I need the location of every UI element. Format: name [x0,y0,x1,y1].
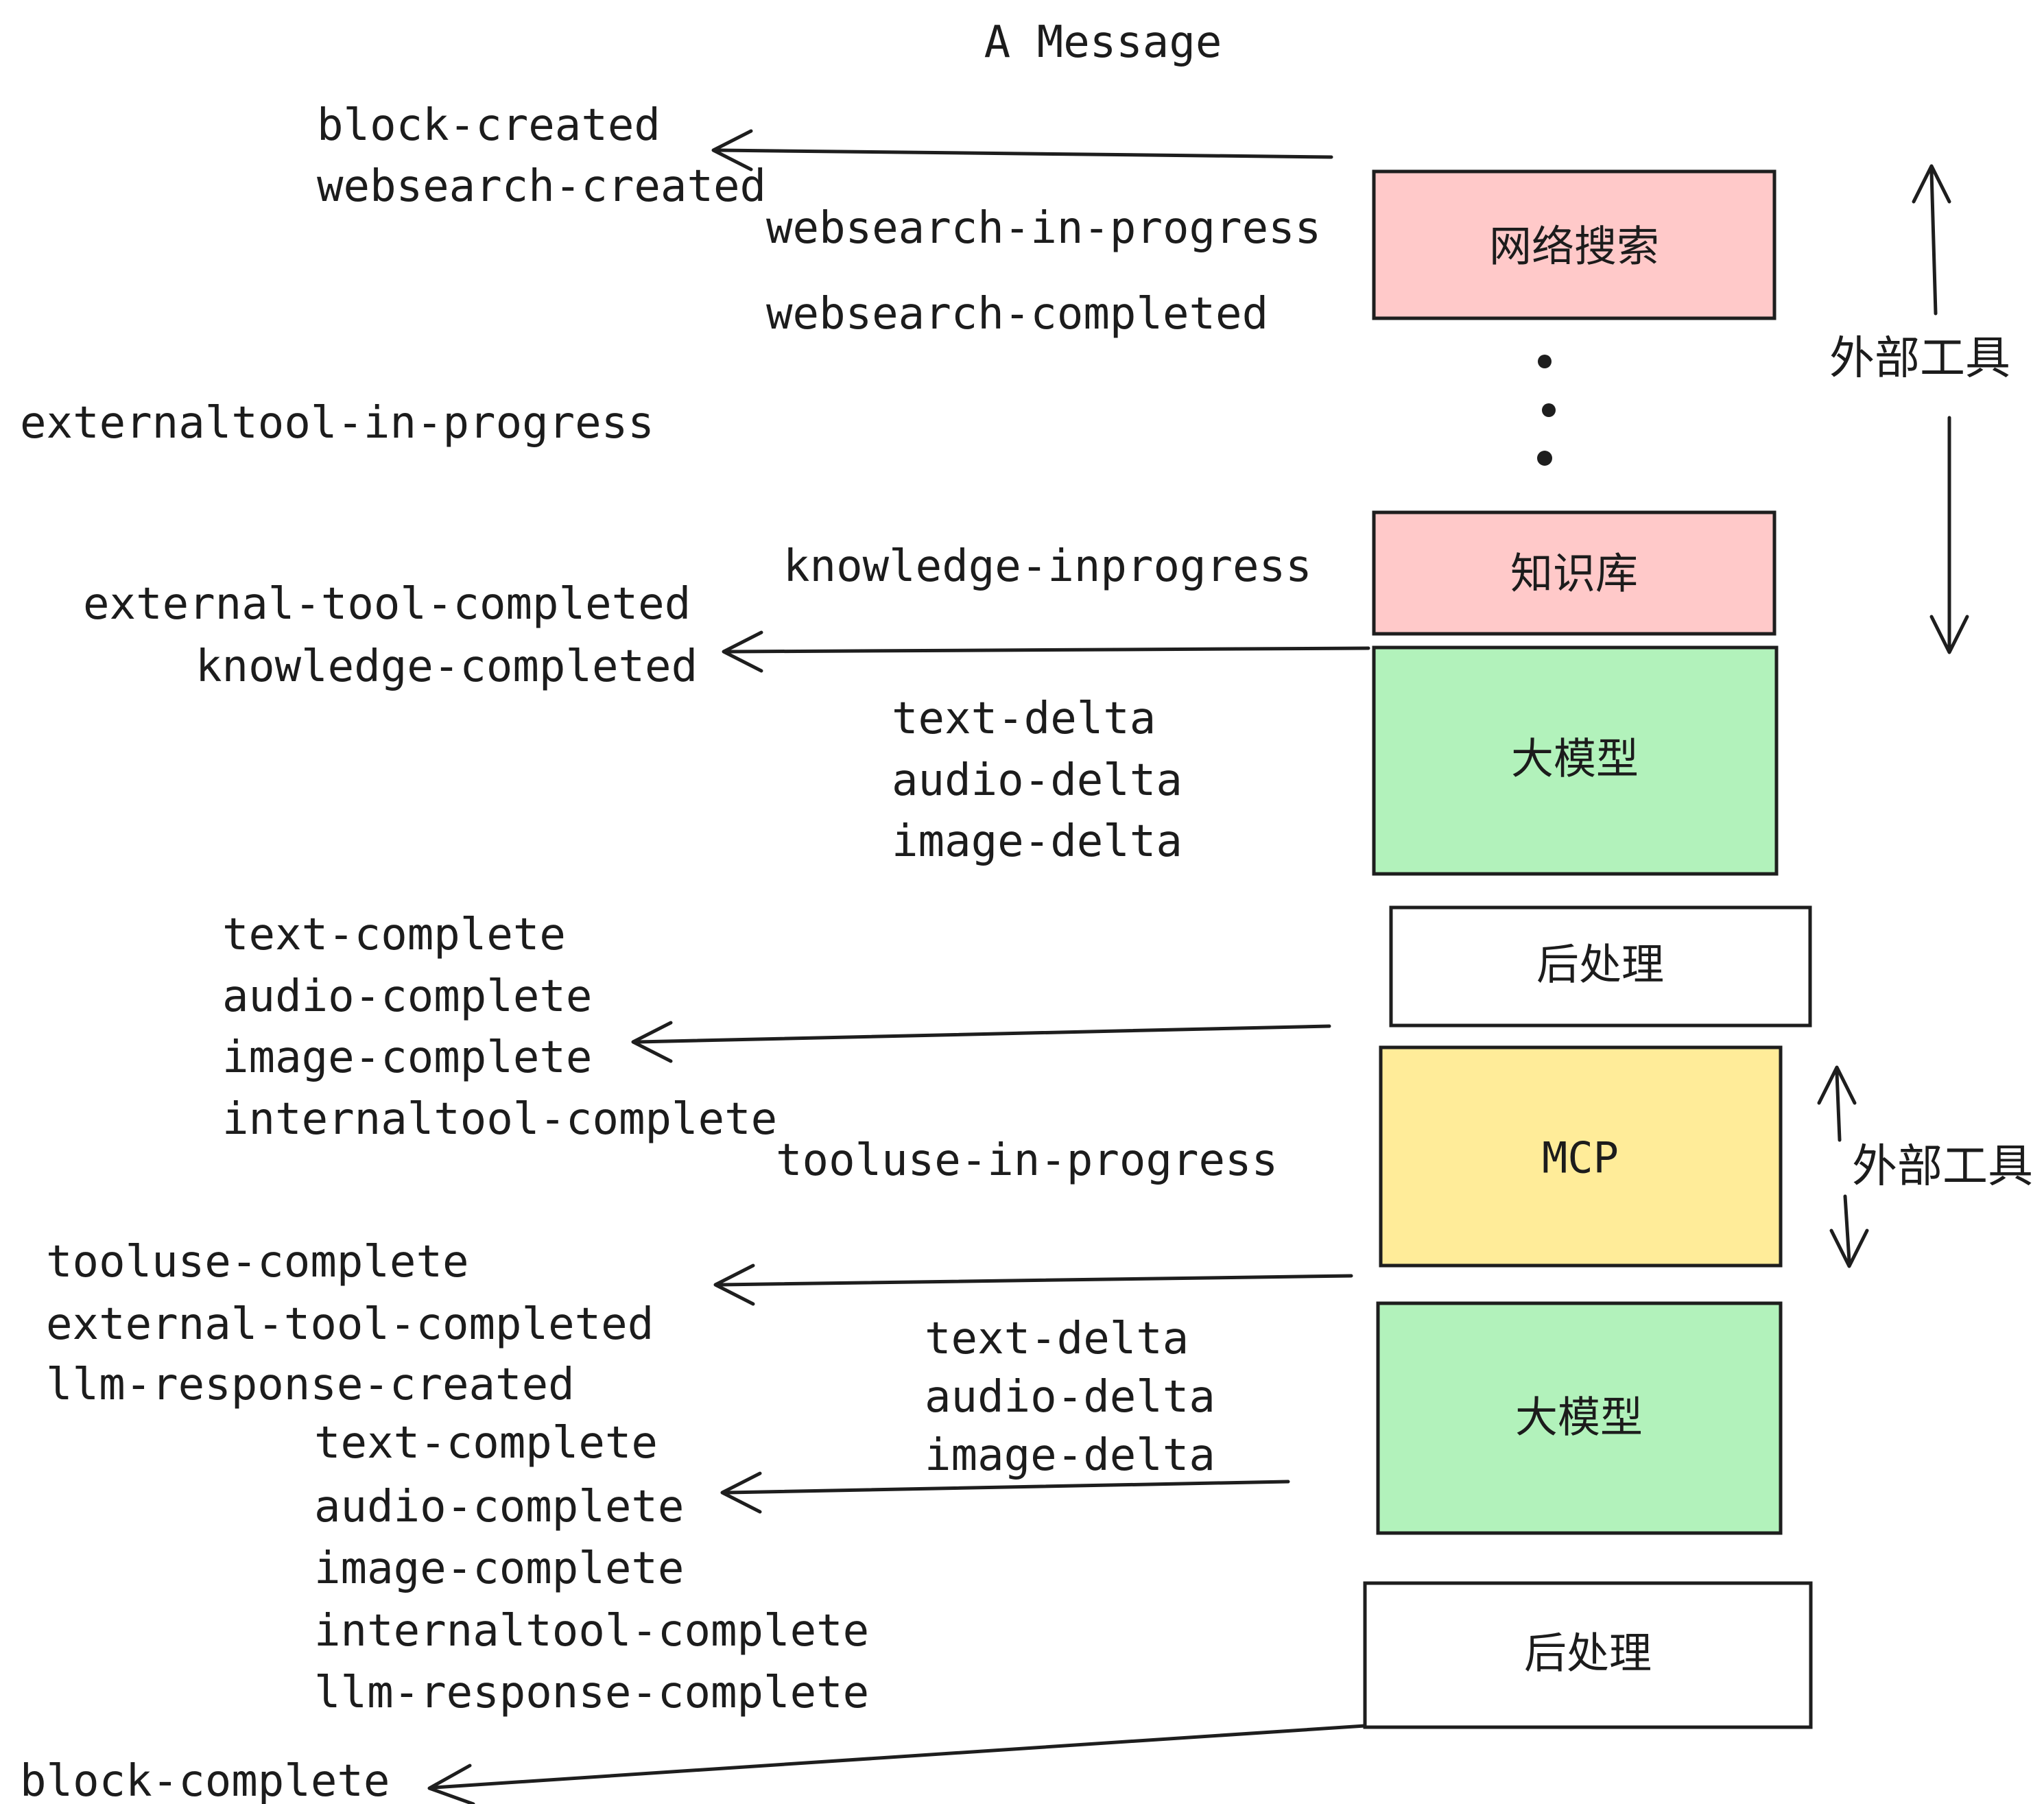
event-websearch-in-progress: websearch-in-progress [766,203,1321,254]
event-text-delta-1: text-delta [892,693,1156,744]
event-audio-delta-2: audio-delta [925,1372,1215,1423]
box-llm-1-rect [1372,645,1779,876]
external-tools-label-top: 外部工具 [1829,332,2010,385]
arrow-block-complete [427,1724,1367,1804]
box-mcp-label: MCP [1542,1133,1619,1183]
dot-icon [1538,355,1552,368]
dot-icon [1542,403,1556,417]
box-postprocess-1-rect [1389,905,1812,1028]
box-mcp: MCP [1379,1045,1783,1268]
box-llm-2-rect [1376,1301,1783,1535]
box-websearch-label: 网络搜索 [1489,222,1659,272]
event-tooluse-in-progress: tooluse-in-progress [776,1135,1278,1186]
event-llm-response-complete: llm-response-complete [314,1667,869,1718]
dot-icon [1537,451,1552,466]
arrow-knowledge-completed [722,630,1370,673]
event-audio-complete-2: audio-complete [314,1482,684,1532]
event-knowledge-inprogress: knowledge-inprogress [783,541,1312,592]
event-text-complete-1: text-complete [222,910,566,960]
box-postprocess-2-rect [1363,1581,1813,1729]
arrow-image-complete [631,1021,1331,1063]
arrow-audio-complete [720,1471,1290,1514]
page-title: A Message [984,17,1222,68]
box-postprocess-2: 后处理 [1363,1581,1813,1729]
box-knowledge-label: 知识库 [1510,549,1638,599]
event-websearch-created: websearch-created [317,161,766,212]
event-text-delta-2: text-delta [925,1314,1189,1364]
event-audio-delta-1: audio-delta [892,755,1183,806]
box-postprocess-2-label: 后处理 [1524,1628,1652,1678]
external-tools-range-mid [1817,1065,1869,1268]
external-tools-range-top [1912,164,1969,654]
event-image-delta-1: image-delta [892,816,1183,867]
event-llm-response-created: llm-response-created [46,1360,575,1410]
box-websearch: 网络搜索 [1372,169,1776,320]
box-llm-2: 大模型 [1376,1301,1783,1535]
event-image-delta-2: image-delta [925,1430,1215,1481]
box-websearch-rect [1372,169,1776,320]
event-tooluse-complete: tooluse-complete [46,1237,469,1287]
box-postprocess-1: 后处理 [1389,905,1812,1028]
event-internaltool-complete-1: internaltool-complete [222,1094,777,1145]
event-internaltool-complete-2: internaltool-complete [314,1606,869,1657]
event-audio-complete-1: audio-complete [222,971,592,1022]
event-external-tool-completed-2: external-tool-completed [46,1299,654,1350]
event-knowledge-completed: knowledge-completed [195,641,698,692]
event-externaltool-in-progress: externaltool-in-progress [20,398,654,449]
box-knowledge-rect [1372,510,1776,636]
arrow-block-created [711,129,1333,171]
event-block-complete: block-complete [20,1756,390,1804]
arrow-tooluse-complete [713,1263,1353,1306]
box-knowledge: 知识库 [1372,510,1776,636]
event-image-complete-1: image-complete [222,1032,592,1083]
box-llm-1-label: 大模型 [1511,734,1639,784]
box-mcp-rect [1379,1045,1783,1268]
ellipsis-dots [1537,355,1556,466]
box-postprocess-1-label: 后处理 [1536,940,1664,990]
event-image-complete-2: image-complete [314,1543,684,1594]
box-llm-1: 大模型 [1372,645,1779,876]
event-block-created: block-created [317,100,661,151]
box-llm-2-label: 大模型 [1515,1392,1643,1443]
event-websearch-completed: websearch-completed [766,289,1268,340]
event-external-tool-completed-1: external-tool-completed [83,579,691,630]
external-tools-label-mid: 外部工具 [1852,1140,2033,1193]
event-text-complete-2: text-complete [314,1418,658,1469]
